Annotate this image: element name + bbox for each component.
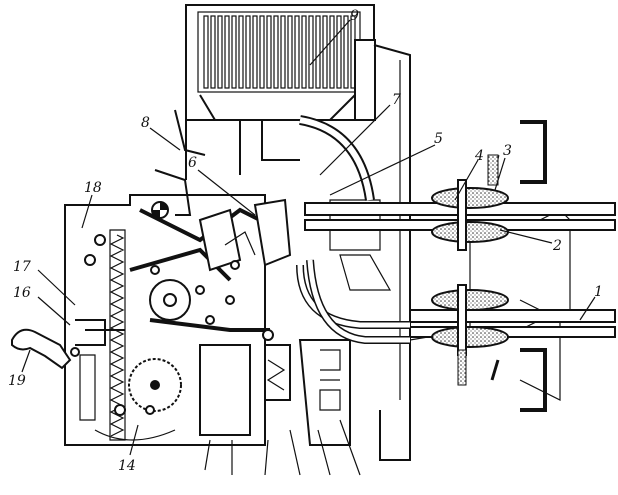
label-17: 17 <box>13 259 31 275</box>
arc-chute-fin <box>245 15 251 89</box>
arc-chute-fin <box>224 15 230 89</box>
label-6: 6 <box>188 155 197 171</box>
label-19: 19 <box>8 373 26 389</box>
arc-chute-fin <box>308 15 314 89</box>
operating-mechanism <box>64 109 292 446</box>
part-labels: 9 8 7 6 5 4 3 2 1 18 17 16 19 14 <box>8 8 603 474</box>
leader-lines <box>21 19 596 476</box>
arc-chute-fin <box>336 15 342 89</box>
label-2: 2 <box>552 238 562 254</box>
arc-chute-fin <box>315 15 321 89</box>
label-14: 14 <box>118 458 136 474</box>
arc-chute-fin <box>210 15 216 89</box>
handle-pivot <box>70 347 80 357</box>
arc-chute-fin <box>343 15 349 89</box>
arc-chute-fin <box>273 15 279 89</box>
operating-handle <box>11 328 72 370</box>
label-1: 1 <box>594 284 603 300</box>
arc-chute-fin <box>252 15 258 89</box>
arc-chute <box>185 4 376 180</box>
label-16: 16 <box>13 285 31 301</box>
label-3: 3 <box>503 143 512 159</box>
terminal-bracket-top <box>520 120 547 184</box>
label-4: 4 <box>474 148 484 164</box>
closing-spring <box>109 234 125 437</box>
arc-chute-fin <box>231 15 237 89</box>
arc-chute-fin <box>203 15 209 89</box>
arc-chute-fin <box>301 15 307 89</box>
arc-chute-fin <box>294 15 300 89</box>
arc-chute-fin <box>259 15 265 89</box>
contact-fingers <box>431 154 509 386</box>
arc-chute-fin <box>238 15 244 89</box>
arc-chute-fin <box>217 15 223 89</box>
label-18: 18 <box>84 180 102 196</box>
label-5: 5 <box>434 131 443 147</box>
arc-chute-fin <box>322 15 328 89</box>
arc-chute-fin <box>266 15 272 89</box>
label-9: 9 <box>350 8 359 24</box>
label-7: 7 <box>392 92 401 108</box>
arc-chute-fin <box>280 15 286 89</box>
terminal-bracket-bottom <box>520 348 547 412</box>
arc-chute-fin <box>329 15 335 89</box>
label-8: 8 <box>141 115 150 131</box>
arc-chute-fin <box>287 15 293 89</box>
